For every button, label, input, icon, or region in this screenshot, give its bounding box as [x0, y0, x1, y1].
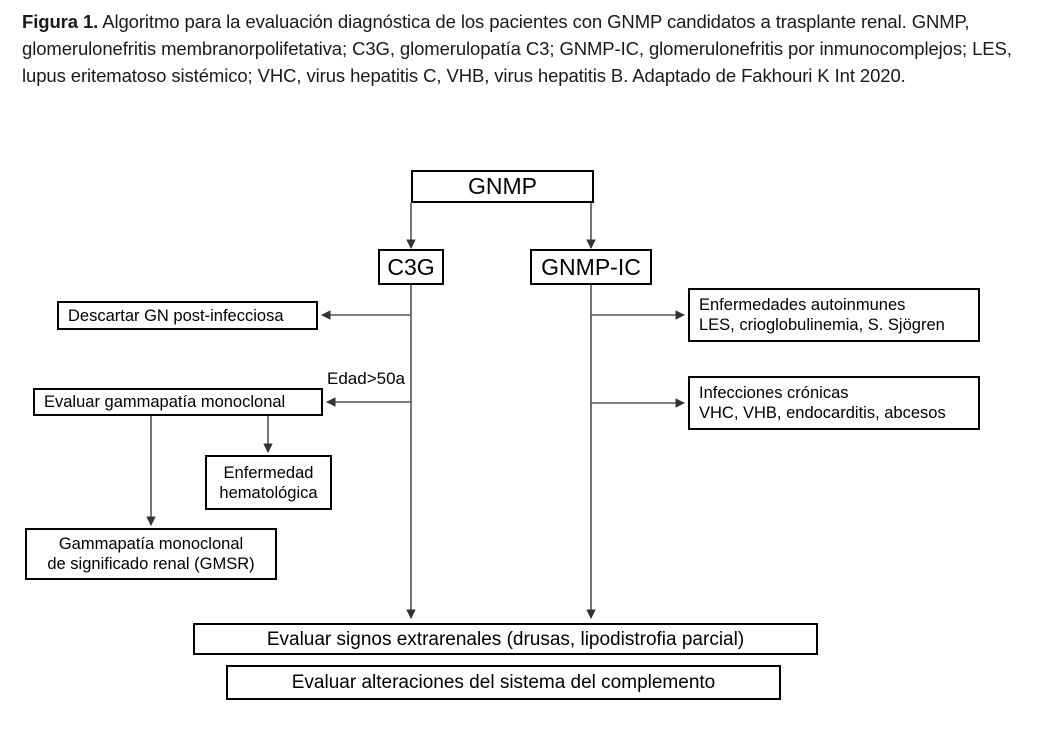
node-c3g[interactable]: C3G	[378, 249, 444, 285]
node-alteraciones-complemento-label: Evaluar alteraciones del sistema del com…	[291, 672, 716, 693]
node-signos-extrarenales[interactable]: Evaluar signos extrarenales (drusas, lip…	[193, 623, 818, 655]
node-gnmp-ic[interactable]: GNMP-IC	[530, 249, 652, 285]
flowchart-edges	[146, 203, 685, 619]
node-infecciones-cronicas[interactable]: Infecciones crónicas VHC, VHB, endocardi…	[688, 376, 980, 430]
node-gmsr-line1: Gammapatía monoclonal	[58, 535, 244, 553]
node-autoinmunes-line2: LES, crioglobulinemia, S. Sjögren	[699, 316, 945, 334]
node-enfermedad-hematologica-line2: hematológica	[219, 483, 318, 502]
node-infecciones-line2: VHC, VHB, endocarditis, abcesos	[699, 404, 946, 422]
node-gnmp[interactable]: GNMP	[411, 170, 594, 203]
node-evaluar-gammapatia[interactable]: Evaluar gammapatía monoclonal	[33, 388, 323, 416]
figure-caption-text: Algoritmo para la evaluación diagnóstica…	[22, 11, 1012, 86]
node-infecciones-line1: Infecciones crónicas	[699, 384, 849, 402]
node-autoinmunes-line1: Enfermedades autoinmunes	[699, 296, 906, 314]
node-enfermedades-autoinmunes[interactable]: Enfermedades autoinmunes LES, crioglobul…	[688, 288, 980, 342]
node-gnmp-label: GNMP	[468, 173, 537, 199]
algorithm-flowchart: GNMP C3G GNMP-IC Descartar GN post-infec…	[0, 150, 1039, 741]
node-gmsr-line2: de significado renal (GMSR)	[47, 555, 255, 573]
figure-label: Figura 1.	[22, 11, 99, 32]
node-descartar-gn[interactable]: Descartar GN post-infecciosa	[57, 301, 318, 330]
node-signos-extrarenales-label: Evaluar signos extrarenales (drusas, lip…	[266, 628, 745, 650]
node-gmsr[interactable]: Gammapatía monoclonal de significado ren…	[25, 528, 277, 580]
node-enfermedad-hematologica-line1: Enfermedad	[223, 463, 314, 482]
figure-caption: Figura 1. Algoritmo para la evaluación d…	[22, 8, 1022, 89]
node-alteraciones-complemento[interactable]: Evaluar alteraciones del sistema del com…	[226, 665, 781, 700]
node-gnmp-ic-label: GNMP-IC	[541, 253, 641, 280]
node-c3g-label: C3G	[387, 253, 435, 280]
node-enfermedad-hematologica[interactable]: Enfermedad hematológica	[205, 455, 332, 510]
edge-label-edad: Edad>50a	[325, 369, 407, 389]
node-evaluar-gammapatia-label: Evaluar gammapatía monoclonal	[44, 393, 286, 411]
node-descartar-gn-label: Descartar GN post-infecciosa	[68, 306, 284, 325]
